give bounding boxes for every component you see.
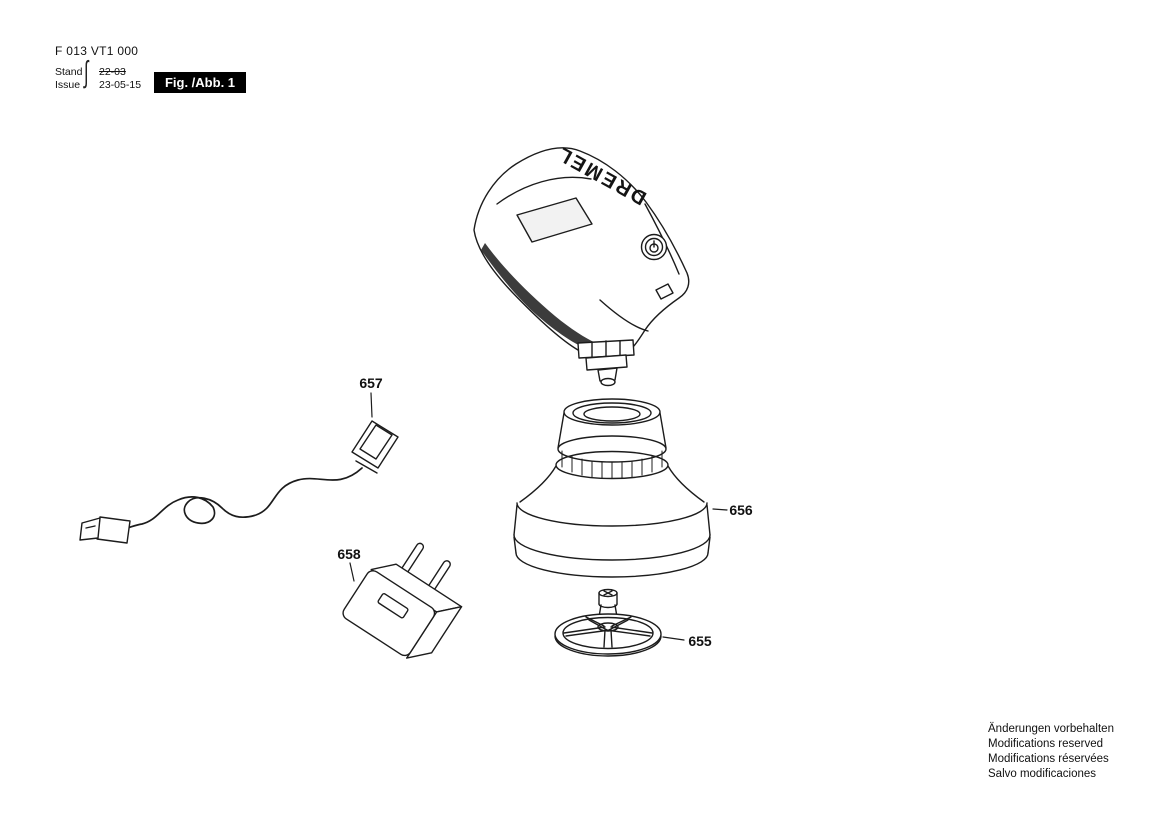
impeller-drawing: [554, 588, 662, 657]
chuck-band-lower: [585, 354, 628, 371]
tool-panel-window: [516, 197, 593, 243]
housing-neck-right: [659, 412, 667, 449]
stand-label: Stand: [55, 66, 83, 78]
leader-lines: [349, 392, 728, 641]
usb-plug-body: [96, 516, 131, 544]
impeller-disc-inner: [562, 616, 654, 650]
usb-plug-tip: [79, 517, 101, 541]
issue-label: Issue: [55, 79, 81, 91]
figure-label: Fig. /Abb. 1: [154, 72, 246, 93]
impeller-disc-rim: [554, 613, 662, 655]
housing-shoulder-arc: [516, 502, 708, 527]
tool-lower-seam: [599, 299, 649, 332]
power-button-ring: [644, 237, 664, 257]
leader-line-655: [662, 636, 685, 641]
collet-tip: [600, 377, 616, 387]
leader-line-657: [370, 392, 373, 418]
impeller-vanes: [563, 616, 653, 648]
cable-connector-inner: [359, 424, 393, 460]
cable-connector-body: [351, 420, 399, 469]
housing-lip-arc: [515, 552, 709, 578]
notice-line-de: Änderungen vorbehalten: [988, 723, 1114, 735]
housing-opening-inner-ring: [572, 402, 652, 424]
impeller-post-bottom: [598, 603, 618, 609]
base-housing-drawing: [513, 398, 711, 578]
document-number: F 013 VT1 000: [55, 44, 139, 58]
stand-value: 22-03: [99, 66, 126, 78]
revision-brace-glyph: ∫: [84, 55, 89, 90]
impeller-post-slot: [603, 590, 613, 596]
impeller-rim-thickness: [554, 635, 662, 657]
tool-underside-shade: [481, 243, 596, 351]
cable-connector-collar: [355, 460, 378, 474]
housing-flare-right: [667, 465, 705, 503]
housing-skirt-right: [706, 504, 711, 536]
adapter-front-face: [342, 570, 436, 657]
notice-line-en: Modifications reserved: [988, 738, 1104, 750]
leader-line-656: [712, 508, 728, 511]
power-adapter-drawing: [342, 542, 463, 659]
issue-value: 23-05-15: [99, 79, 142, 91]
housing-collar-top: [557, 435, 667, 463]
notice-line-es: Salvo modificaciones: [988, 768, 1097, 780]
tool-top-seam: [496, 176, 592, 205]
housing-collar-bottom: [555, 450, 669, 480]
housing-base-arc: [513, 534, 711, 561]
part-label-658: 658: [337, 546, 361, 562]
leader-line-658: [349, 562, 355, 582]
housing-lip-left: [513, 536, 517, 554]
housing-flare-left: [519, 465, 557, 503]
housing-lip-right: [707, 536, 711, 554]
collet-nut: [597, 367, 618, 382]
usb-plug-detail: [85, 525, 96, 529]
notice-line-fr: Modifications réservées: [988, 753, 1109, 765]
housing-neck-left: [557, 412, 565, 449]
cable-cord: [126, 467, 363, 529]
housing-collar-ribs: [561, 450, 663, 479]
charging-cable-drawing: [79, 420, 399, 544]
part-label-655: 655: [688, 633, 712, 649]
part-label-657: 657: [359, 375, 383, 391]
rotary-tool-drawing: DREMEL: [473, 141, 690, 387]
part-label-656: 656: [729, 502, 753, 518]
adapter-usb-port: [377, 593, 409, 619]
tool-side-clip: [655, 283, 674, 300]
housing-opening-bore: [583, 406, 641, 422]
housing-skirt-left: [513, 504, 518, 536]
modifications-notice: Änderungen vorbehalten Modifications res…: [988, 722, 1114, 782]
